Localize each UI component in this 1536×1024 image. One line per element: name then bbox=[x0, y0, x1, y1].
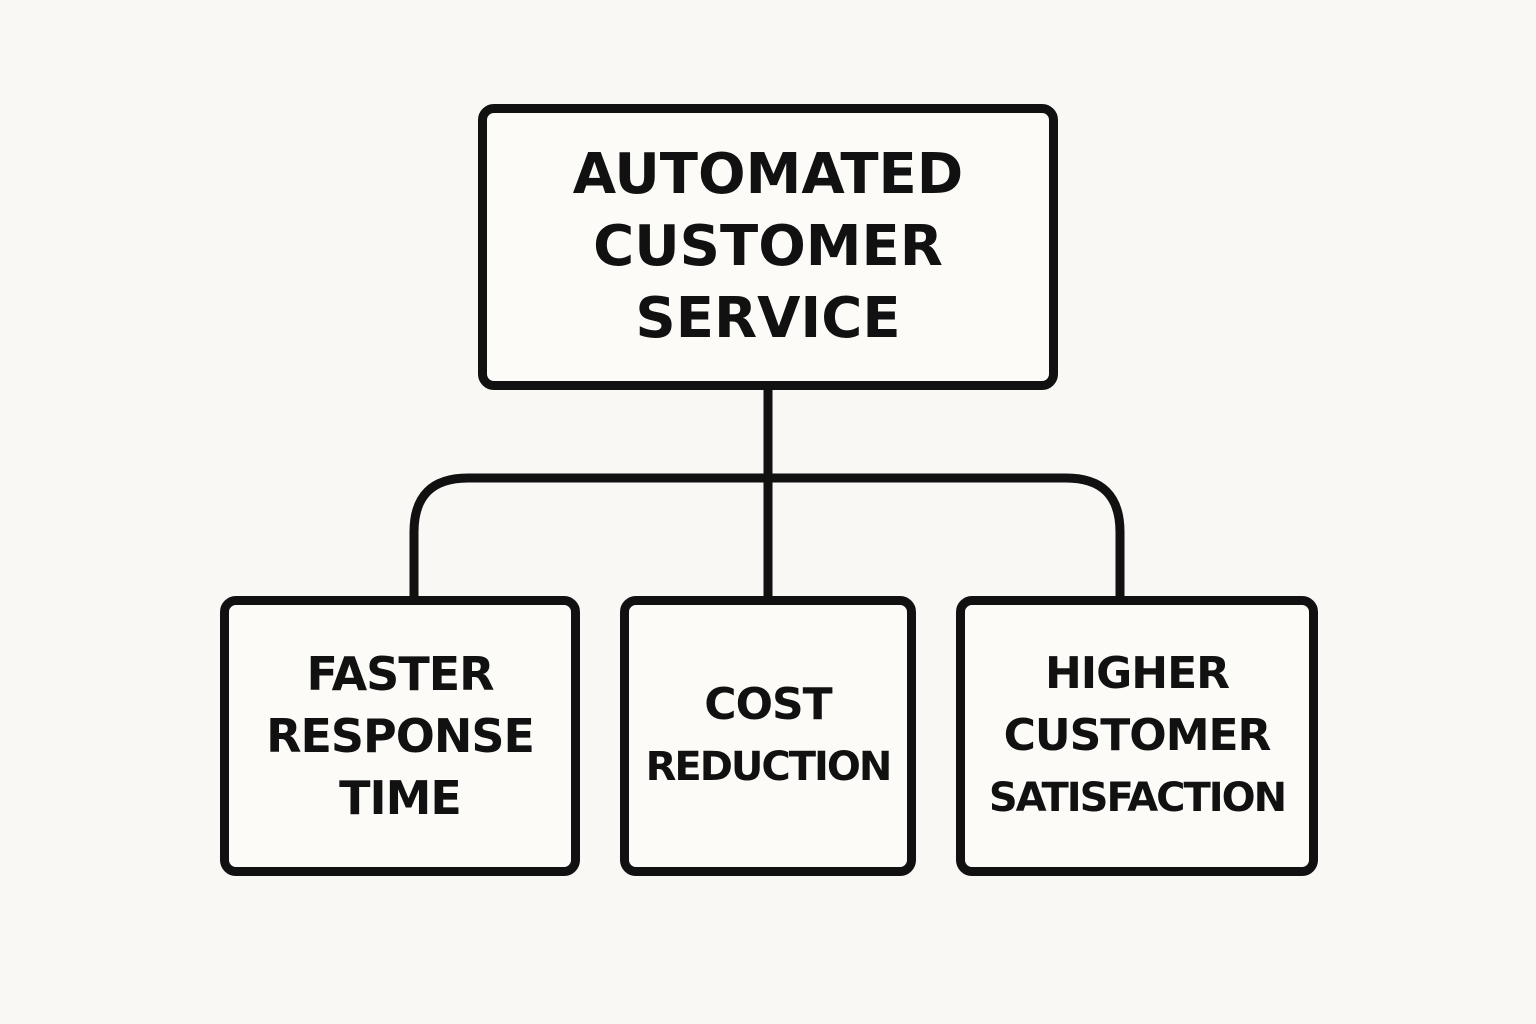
child-node-line: FASTER bbox=[306, 647, 494, 701]
child-node-line: HIGHER bbox=[1044, 648, 1230, 699]
child-node-line: REDUCTION bbox=[645, 744, 893, 790]
child-node-higher-customer-satisfaction: HIGHER CUSTOMER SATISFACTION bbox=[956, 596, 1318, 876]
root-node-line: CUSTOMER bbox=[593, 214, 943, 279]
child-node-line: RESPONSE bbox=[266, 709, 535, 763]
child-node-cost-reduction: COST REDUCTION bbox=[620, 596, 916, 876]
root-node-line: SERVICE bbox=[635, 286, 901, 351]
child-node-line: COST bbox=[704, 679, 832, 730]
connector-bus-to-left bbox=[409, 473, 773, 603]
child-node-line: CUSTOMER bbox=[1003, 710, 1272, 761]
root-node-line: AUTOMATED bbox=[572, 142, 964, 207]
child-node-faster-response-time: FASTER RESPONSE TIME bbox=[220, 596, 580, 876]
child-node-line: TIME bbox=[339, 771, 462, 825]
root-node-automated-customer-service: AUTOMATED CUSTOMER SERVICE bbox=[478, 104, 1058, 390]
child-node-line: SATISFACTION bbox=[988, 775, 1287, 821]
connector-bus-to-right bbox=[763, 473, 1125, 603]
